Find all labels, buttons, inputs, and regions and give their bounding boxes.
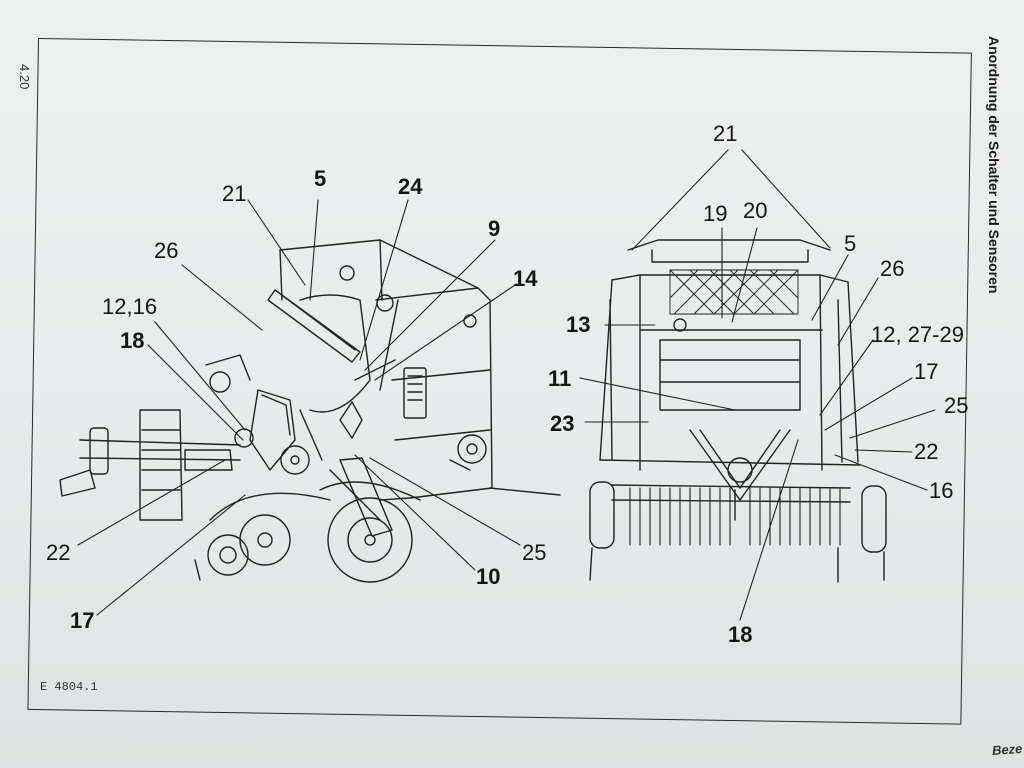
right-label-13: 13 xyxy=(566,312,591,337)
right-label-5: 5 xyxy=(844,231,857,256)
left-label-10: 10 xyxy=(476,564,501,589)
left-label-9: 9 xyxy=(488,216,501,241)
right-label-22: 22 xyxy=(914,439,939,464)
right-label-20: 20 xyxy=(743,198,768,223)
left-label-22: 22 xyxy=(46,540,71,565)
right-label-16: 16 xyxy=(929,478,954,503)
right-label-21: 21 xyxy=(713,121,738,146)
left-label-17: 17 xyxy=(70,608,95,633)
figure-code: E 4804.1 xyxy=(40,680,98,694)
left-label-12-16: 12,16 xyxy=(102,294,158,319)
left-label-14: 14 xyxy=(513,266,538,291)
right-label-23: 23 xyxy=(550,411,575,436)
right-label-25: 25 xyxy=(944,393,969,418)
right-label-19: 19 xyxy=(703,201,728,226)
right-label-11: 11 xyxy=(548,366,572,391)
right-leader-lines xyxy=(579,149,936,621)
left-label-25: 25 xyxy=(522,540,547,565)
right-label-17: 17 xyxy=(914,359,939,384)
left-leader-lines xyxy=(77,199,521,616)
net-mesh xyxy=(669,269,799,315)
left-label-21: 21 xyxy=(222,181,247,206)
left-label-18: 18 xyxy=(120,328,145,353)
left-label-24: 24 xyxy=(398,174,423,199)
left-label-5: 5 xyxy=(314,166,327,191)
right-label-12-27-29: 12, 27-29 xyxy=(871,322,964,347)
left-label-26: 26 xyxy=(154,238,179,263)
side-view-machine xyxy=(59,239,561,583)
rear-view-machine xyxy=(589,239,887,583)
right-label-18: 18 xyxy=(728,622,753,647)
right-label-26: 26 xyxy=(880,256,905,281)
